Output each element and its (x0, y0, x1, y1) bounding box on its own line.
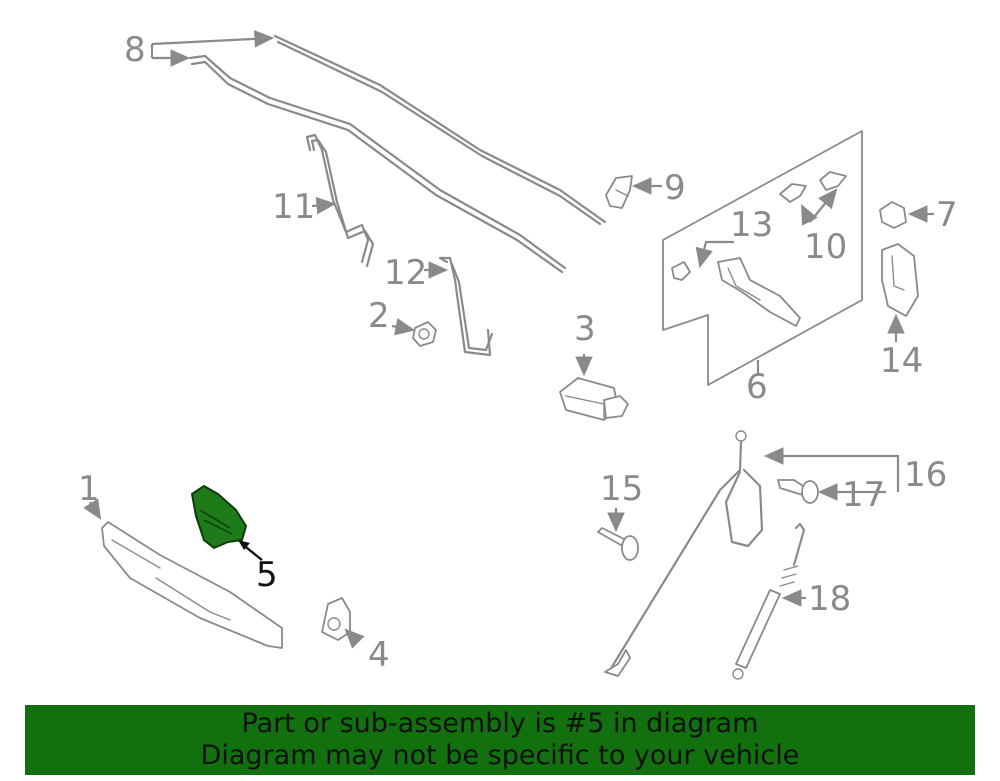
callout-18: 18 (808, 579, 851, 619)
part-16-cable[interactable] (604, 430, 764, 677)
part-15-bolt[interactable] (597, 527, 639, 561)
part-4-bracket[interactable] (321, 597, 351, 641)
callout-14: 14 (880, 341, 923, 381)
part-13-latch[interactable] (671, 257, 801, 327)
callout-5: 5 (256, 555, 278, 595)
callout-16: 16 (904, 455, 947, 495)
callout-17: 17 (842, 475, 885, 515)
part-17-pin[interactable] (777, 479, 819, 504)
leader-lines (83, 38, 934, 649)
part-7-nut[interactable] (879, 201, 907, 229)
part-8-release-cables[interactable] (188, 34, 607, 274)
part-6-insulator[interactable] (662, 130, 863, 386)
part-1-deflector[interactable] (101, 521, 283, 649)
callout-6: 6 (746, 367, 768, 407)
part-3-module[interactable] (559, 377, 629, 421)
callout-9: 9 (664, 168, 686, 208)
callout-1: 1 (78, 469, 100, 509)
part-9-clip[interactable] (605, 175, 633, 209)
part-2-nut[interactable] (412, 321, 437, 347)
banner-line-2: Diagram may not be specific to your vehi… (200, 740, 800, 771)
callout-11: 11 (272, 187, 315, 227)
info-banner: Part or sub-assembly is #5 in diagram Di… (25, 705, 975, 775)
callout-10: 10 (804, 227, 847, 267)
part-14-bracket[interactable] (881, 243, 919, 317)
callout-4: 4 (368, 635, 390, 675)
part-12-rod[interactable] (438, 256, 494, 357)
parts-diagram: 8 9 11 12 2 3 13 10 7 14 6 1 5 4 15 16 1… (78, 0, 958, 680)
callout-8: 8 (124, 30, 146, 70)
callout-7: 7 (936, 195, 958, 235)
part-18-strut[interactable] (732, 522, 806, 680)
callout-12: 12 (384, 253, 427, 293)
callout-3: 3 (574, 309, 596, 349)
callout-13: 13 (730, 205, 773, 245)
callout-15: 15 (600, 469, 643, 509)
part-5-highlighted[interactable] (191, 485, 247, 549)
part-11-rod[interactable] (305, 133, 375, 268)
banner-line-1: Part or sub-assembly is #5 in diagram (241, 708, 759, 739)
callout-2: 2 (368, 296, 390, 336)
